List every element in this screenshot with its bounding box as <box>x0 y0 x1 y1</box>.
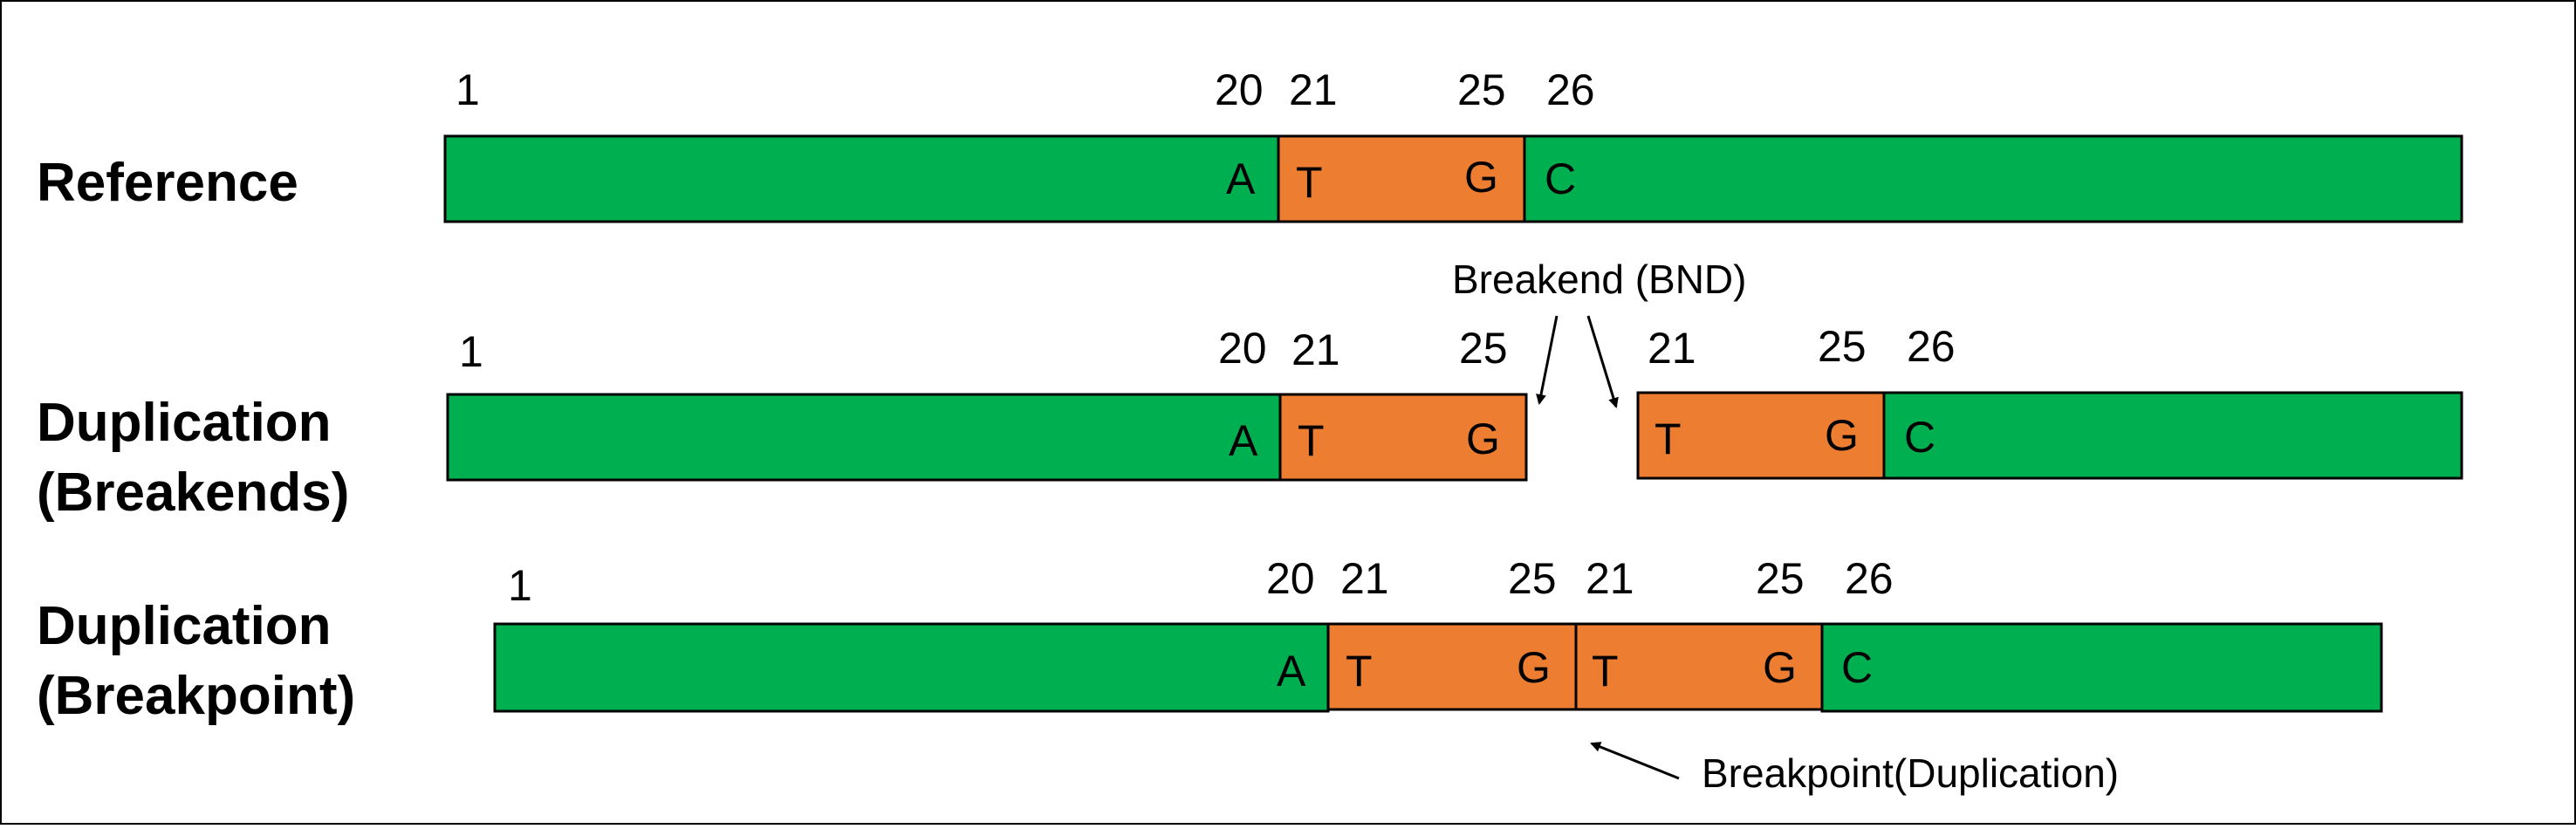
base-label: G <box>1825 411 1859 460</box>
position-label: 25 <box>1818 322 1867 371</box>
row-label-breakends-line2: (Breakends) <box>37 462 349 523</box>
reference-dup-segment <box>1277 134 1526 223</box>
base-label: G <box>1466 414 1500 463</box>
breakpoint-dup-segment-1 <box>1326 622 1578 711</box>
position-label: 20 <box>1218 324 1267 373</box>
base-label: T <box>1592 647 1619 695</box>
base-label: C <box>1545 154 1576 203</box>
position-label: 1 <box>456 65 480 114</box>
reference-left-segment <box>443 134 1280 223</box>
reference-row: 1 20 21 25 26 A T G C <box>443 65 2463 223</box>
breakend-arrow-left <box>1536 315 1559 405</box>
breakpoint-row: 1 20 21 25 21 25 26 A T G T G C Breakpoi… <box>493 554 2383 796</box>
base-label: T <box>1298 416 1325 465</box>
row-label-reference: Reference <box>37 153 298 213</box>
position-label: 21 <box>1291 325 1340 374</box>
breakpoint-dup-segment-2 <box>1574 622 1824 711</box>
position-label: 20 <box>1215 65 1264 114</box>
position-label: 20 <box>1266 554 1315 603</box>
breakpoint-left-segment <box>493 622 1330 713</box>
base-label: T <box>1346 647 1373 695</box>
position-label: 1 <box>508 561 532 610</box>
position-label: 26 <box>1845 554 1894 603</box>
base-label: C <box>1904 413 1935 462</box>
base-label: A <box>1277 647 1306 695</box>
breakend-arrow-right <box>1586 315 1619 408</box>
row-label-breakpoint-line1: Duplication <box>37 596 332 656</box>
reference-right-segment <box>1523 134 2463 223</box>
base-label: A <box>1229 416 1258 465</box>
position-label: 21 <box>1289 65 1338 114</box>
base-label: T <box>1655 414 1682 463</box>
breakends-row: 1 20 21 25 21 25 26 A T G T G C Breakend… <box>446 257 2463 482</box>
breakpoint-annotation: Breakpoint(Duplication) <box>1702 750 2119 796</box>
breakpoint-right-segment <box>1820 622 2383 713</box>
base-label: G <box>1464 153 1498 202</box>
breakends-right-segment <box>1882 391 2463 480</box>
position-label: 21 <box>1586 554 1634 603</box>
position-label: 26 <box>1546 65 1595 114</box>
position-label: 1 <box>459 327 483 376</box>
row-label-breakends-line1: Duplication <box>37 393 332 453</box>
row-label-breakpoint-line2: (Breakpoint) <box>37 666 355 726</box>
base-label: A <box>1226 154 1256 203</box>
base-label: T <box>1296 158 1323 207</box>
base-label: G <box>1763 643 1797 692</box>
breakend-annotation: Breakend (BND) <box>1452 257 1746 302</box>
base-label: C <box>1841 643 1873 692</box>
position-label: 26 <box>1907 322 1956 371</box>
position-label: 25 <box>1457 65 1506 114</box>
breakends-dup-segment-1 <box>1278 393 1528 482</box>
breakends-left-segment <box>446 393 1282 482</box>
position-label: 25 <box>1508 554 1557 603</box>
position-label: 25 <box>1459 324 1508 373</box>
base-label: G <box>1517 643 1551 692</box>
position-label: 21 <box>1648 324 1696 373</box>
position-label: 25 <box>1756 554 1805 603</box>
breakpoint-arrow <box>1590 742 1680 780</box>
position-label: 21 <box>1340 554 1389 603</box>
